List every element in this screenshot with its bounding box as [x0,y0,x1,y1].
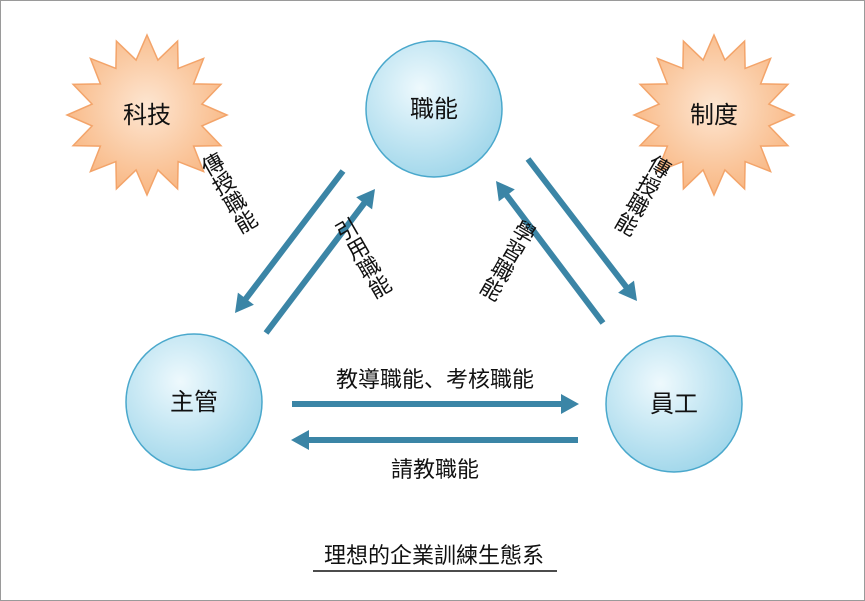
edge-label-teach-right: 傳授職能 [608,150,675,240]
arrow-coach-assess [292,394,579,414]
manager-node [125,333,263,471]
system-label: 制度 [690,101,738,129]
edge-label-learn: 學習職能 [473,215,540,305]
diagram-caption: 理想的企業訓練生態系 [324,544,544,569]
arrow-teach-skill-to-manager [235,169,346,313]
manager-label: 主管 [170,388,218,416]
arrow-teach-skill-to-employee [525,157,637,301]
edge-label-ask-teach: 請教職能 [391,458,479,483]
employee-label: 員工 [650,390,698,418]
tech-label: 科技 [123,101,171,129]
edge-label-coach-assess: 教導職能、考核職能 [336,368,534,393]
tech-starburst [65,33,229,197]
skill-node [365,40,503,178]
edge-label-teach-left: 傳授職能 [194,149,261,239]
arrow-learn-skill-to-skill [496,181,606,325]
skill-label: 職能 [410,95,458,123]
employee-node [605,335,743,473]
system-starburst [632,33,796,197]
edge-label-cite: 引用職能 [328,214,395,304]
arrow-ask-teach [291,430,578,450]
arrow-cite-skill-to-skill [263,189,375,335]
